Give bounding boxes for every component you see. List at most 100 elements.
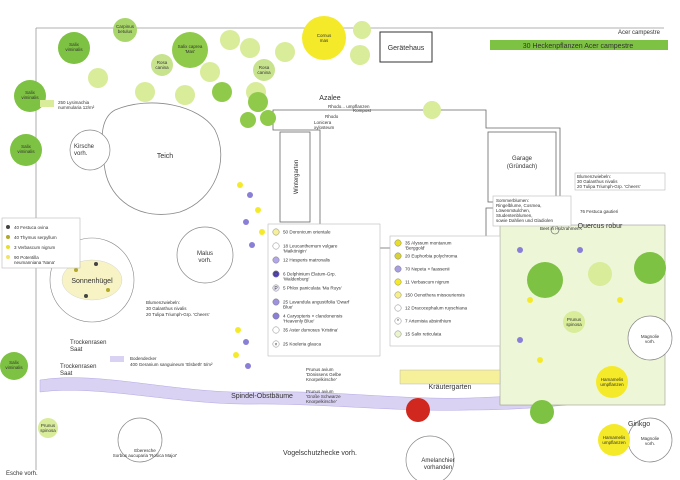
right-legend-text-5-line-1: 12 Dracocephalum ruyschiana bbox=[405, 306, 467, 311]
shrub-f bbox=[135, 82, 155, 102]
center-legend-symbol-0 bbox=[272, 228, 280, 236]
willow-2-line-1: Salix bbox=[25, 90, 36, 95]
center-legend-text-1: 18 Leucanthemum vulgare'Maikönigin' bbox=[283, 244, 338, 254]
prunus-avium-2-line-1: Prunus avium bbox=[306, 389, 334, 394]
right-legend-text-7-line-1: 15 Salix reticulata bbox=[405, 332, 442, 337]
dot bbox=[249, 242, 255, 248]
right-legend-rows: 35 Alyssum montanum'Berggold'20 Euphorbi… bbox=[394, 239, 467, 338]
apple-line-1: Malus bbox=[197, 251, 213, 257]
shrub-c bbox=[200, 62, 220, 82]
center-legend-text-4: 5 Phlox paniculata 'Ma Ruys' bbox=[283, 286, 342, 291]
geranium-swatch bbox=[110, 356, 124, 362]
carpinus-line-1: Carpinus bbox=[116, 24, 135, 29]
hamamelis-2-line-1: Hamamelis bbox=[603, 435, 626, 440]
dry-lawn-1-line-1: Trockenrasen bbox=[70, 340, 106, 346]
center-legend-text-6: 4 Caryopteris × clandonensis'Heavenly Bl… bbox=[283, 314, 343, 324]
elder-line-2: vorhanden bbox=[424, 465, 452, 471]
quercus-label: Quercus robur bbox=[578, 223, 623, 230]
willow-2 bbox=[14, 80, 46, 112]
right-legend-text-4: 150 Oenothera missouriensis bbox=[405, 293, 465, 298]
rosa-canina-2 bbox=[253, 59, 275, 81]
left-legend-dot-1 bbox=[6, 235, 10, 239]
left-legend-text-0: 40 Festuca ovina bbox=[14, 225, 49, 230]
rosa-canina-2-line-1: Rosa bbox=[259, 65, 270, 70]
acer-label: Acer campestre bbox=[618, 30, 661, 36]
apple-line-2: vorh. bbox=[198, 258, 212, 264]
rowan-tree bbox=[117, 417, 163, 463]
rosa-canina-1 bbox=[151, 54, 173, 76]
ash-label: Esche vorh. bbox=[6, 471, 38, 477]
ginkgo-label: Ginkgo bbox=[628, 421, 650, 428]
right-legend-symbol-glyph-6: * bbox=[397, 319, 399, 325]
right-legend-symbol-6 bbox=[394, 317, 402, 325]
bulbs-right-line-2: 30 Galanthus nivalis bbox=[577, 179, 618, 184]
bulbs-right-line-1: Blumenzwiebeln: bbox=[577, 174, 611, 179]
sunhill-label: Sonnenhügel bbox=[71, 278, 113, 285]
shrub-a bbox=[220, 30, 240, 50]
summer-label: Sommerblumen:Ringelblume, Cosmea,Löwenmä… bbox=[496, 198, 554, 223]
right-bed bbox=[499, 224, 666, 406]
hamamelis-1 bbox=[596, 366, 628, 398]
center-legend-text-8-line-1: 25 Koeleria glauca bbox=[283, 342, 321, 347]
evergreen-3 bbox=[588, 262, 612, 286]
center-legend-text-1-line-1: 18 Leucanthemum vulgare bbox=[283, 244, 338, 249]
magnolia-1-line-1: Magnolie bbox=[641, 334, 660, 339]
left-legend-text-3-line-1: 90 Potentilla bbox=[14, 255, 39, 260]
center-legend-text-5-line-2: Blue' bbox=[283, 305, 293, 310]
right-legend-text-2-line-1: 70 Nepeta × faassenii bbox=[405, 267, 450, 272]
dot bbox=[517, 247, 523, 253]
dot bbox=[94, 262, 98, 266]
dry-lawn-2-line-1: Trockenrasen bbox=[60, 364, 96, 370]
shrub-g bbox=[175, 85, 195, 105]
bulbs-right-line-3: 20 Tulipa Triumph-Grp. 'Cheers' bbox=[577, 184, 641, 189]
center-legend-text-7: 35 Aster dumosus 'Kristina' bbox=[283, 328, 338, 333]
center-legend-rows: 50 Doronicum orientale 18 Leucanthemum vu… bbox=[272, 228, 350, 348]
center-legend-text-0-line-1: 50 Doronicum orientale bbox=[283, 230, 331, 235]
right-legend-symbol-7 bbox=[394, 330, 402, 338]
right-legend-text-1: 20 Euphorbia polychroma bbox=[405, 254, 458, 259]
carpinus bbox=[113, 18, 137, 42]
elder-tree bbox=[405, 435, 455, 480]
garage-line-1: Garage bbox=[512, 156, 533, 162]
magnolia-2-line-1: Magnolie bbox=[641, 436, 660, 441]
shrub-e bbox=[88, 68, 108, 88]
left-legend-dot-0 bbox=[6, 225, 10, 229]
center-legend-text-0: 50 Doronicum orientale bbox=[283, 230, 331, 235]
right-legend-text-0-line-1: 35 Alyssum montanum bbox=[405, 241, 452, 246]
dot bbox=[243, 339, 249, 345]
prunus-avium-2-line-3: Knorpelkirsche' bbox=[306, 399, 337, 404]
right-legend-symbol-1 bbox=[394, 252, 402, 260]
left-legend-text-1: 40 Thymus serpyllum bbox=[14, 235, 57, 240]
right-legend-text-6-line-1: 7 Artemisia absinthium bbox=[405, 319, 451, 324]
wintergarden-label: Wintergarten bbox=[294, 160, 300, 194]
dot bbox=[74, 268, 78, 272]
dot bbox=[233, 352, 239, 358]
salix-caprea-line-2: 'Mas' bbox=[185, 49, 195, 54]
bulbs-left-line-2: 30 Galanthus nivalis bbox=[146, 306, 187, 311]
apple-tree bbox=[176, 226, 234, 284]
hamamelis-2-line-2: umpflanzen bbox=[602, 440, 626, 445]
dot bbox=[537, 357, 543, 363]
right-legend-text-5: 12 Dracocephalum ruyschiana bbox=[405, 306, 467, 311]
prunus-spinosa-1-line-1: Prunus bbox=[41, 423, 56, 428]
magnolia-1-line-2: vorh. bbox=[645, 339, 655, 344]
pond-label: Teich bbox=[157, 153, 173, 160]
dot bbox=[617, 297, 623, 303]
summer-line-4: Studentenblumen, bbox=[496, 213, 533, 218]
lysimachia-line-2: nummularia 12/m² bbox=[58, 105, 95, 110]
left-legend-dot-2 bbox=[6, 245, 10, 249]
magnolia-1 bbox=[627, 315, 673, 361]
dot bbox=[235, 327, 241, 333]
elder-line-1: Amelanchier bbox=[421, 458, 454, 464]
rhodo2-label: Rhodo bbox=[325, 114, 339, 119]
prunus-avium-1-line-1: Prunus avium bbox=[306, 367, 334, 372]
magnolia-2-line-2: vorh. bbox=[645, 441, 655, 446]
dot bbox=[245, 363, 251, 369]
right-legend-box bbox=[389, 235, 501, 347]
willow-4 bbox=[0, 352, 28, 380]
right-legend-symbol-3 bbox=[394, 278, 402, 286]
